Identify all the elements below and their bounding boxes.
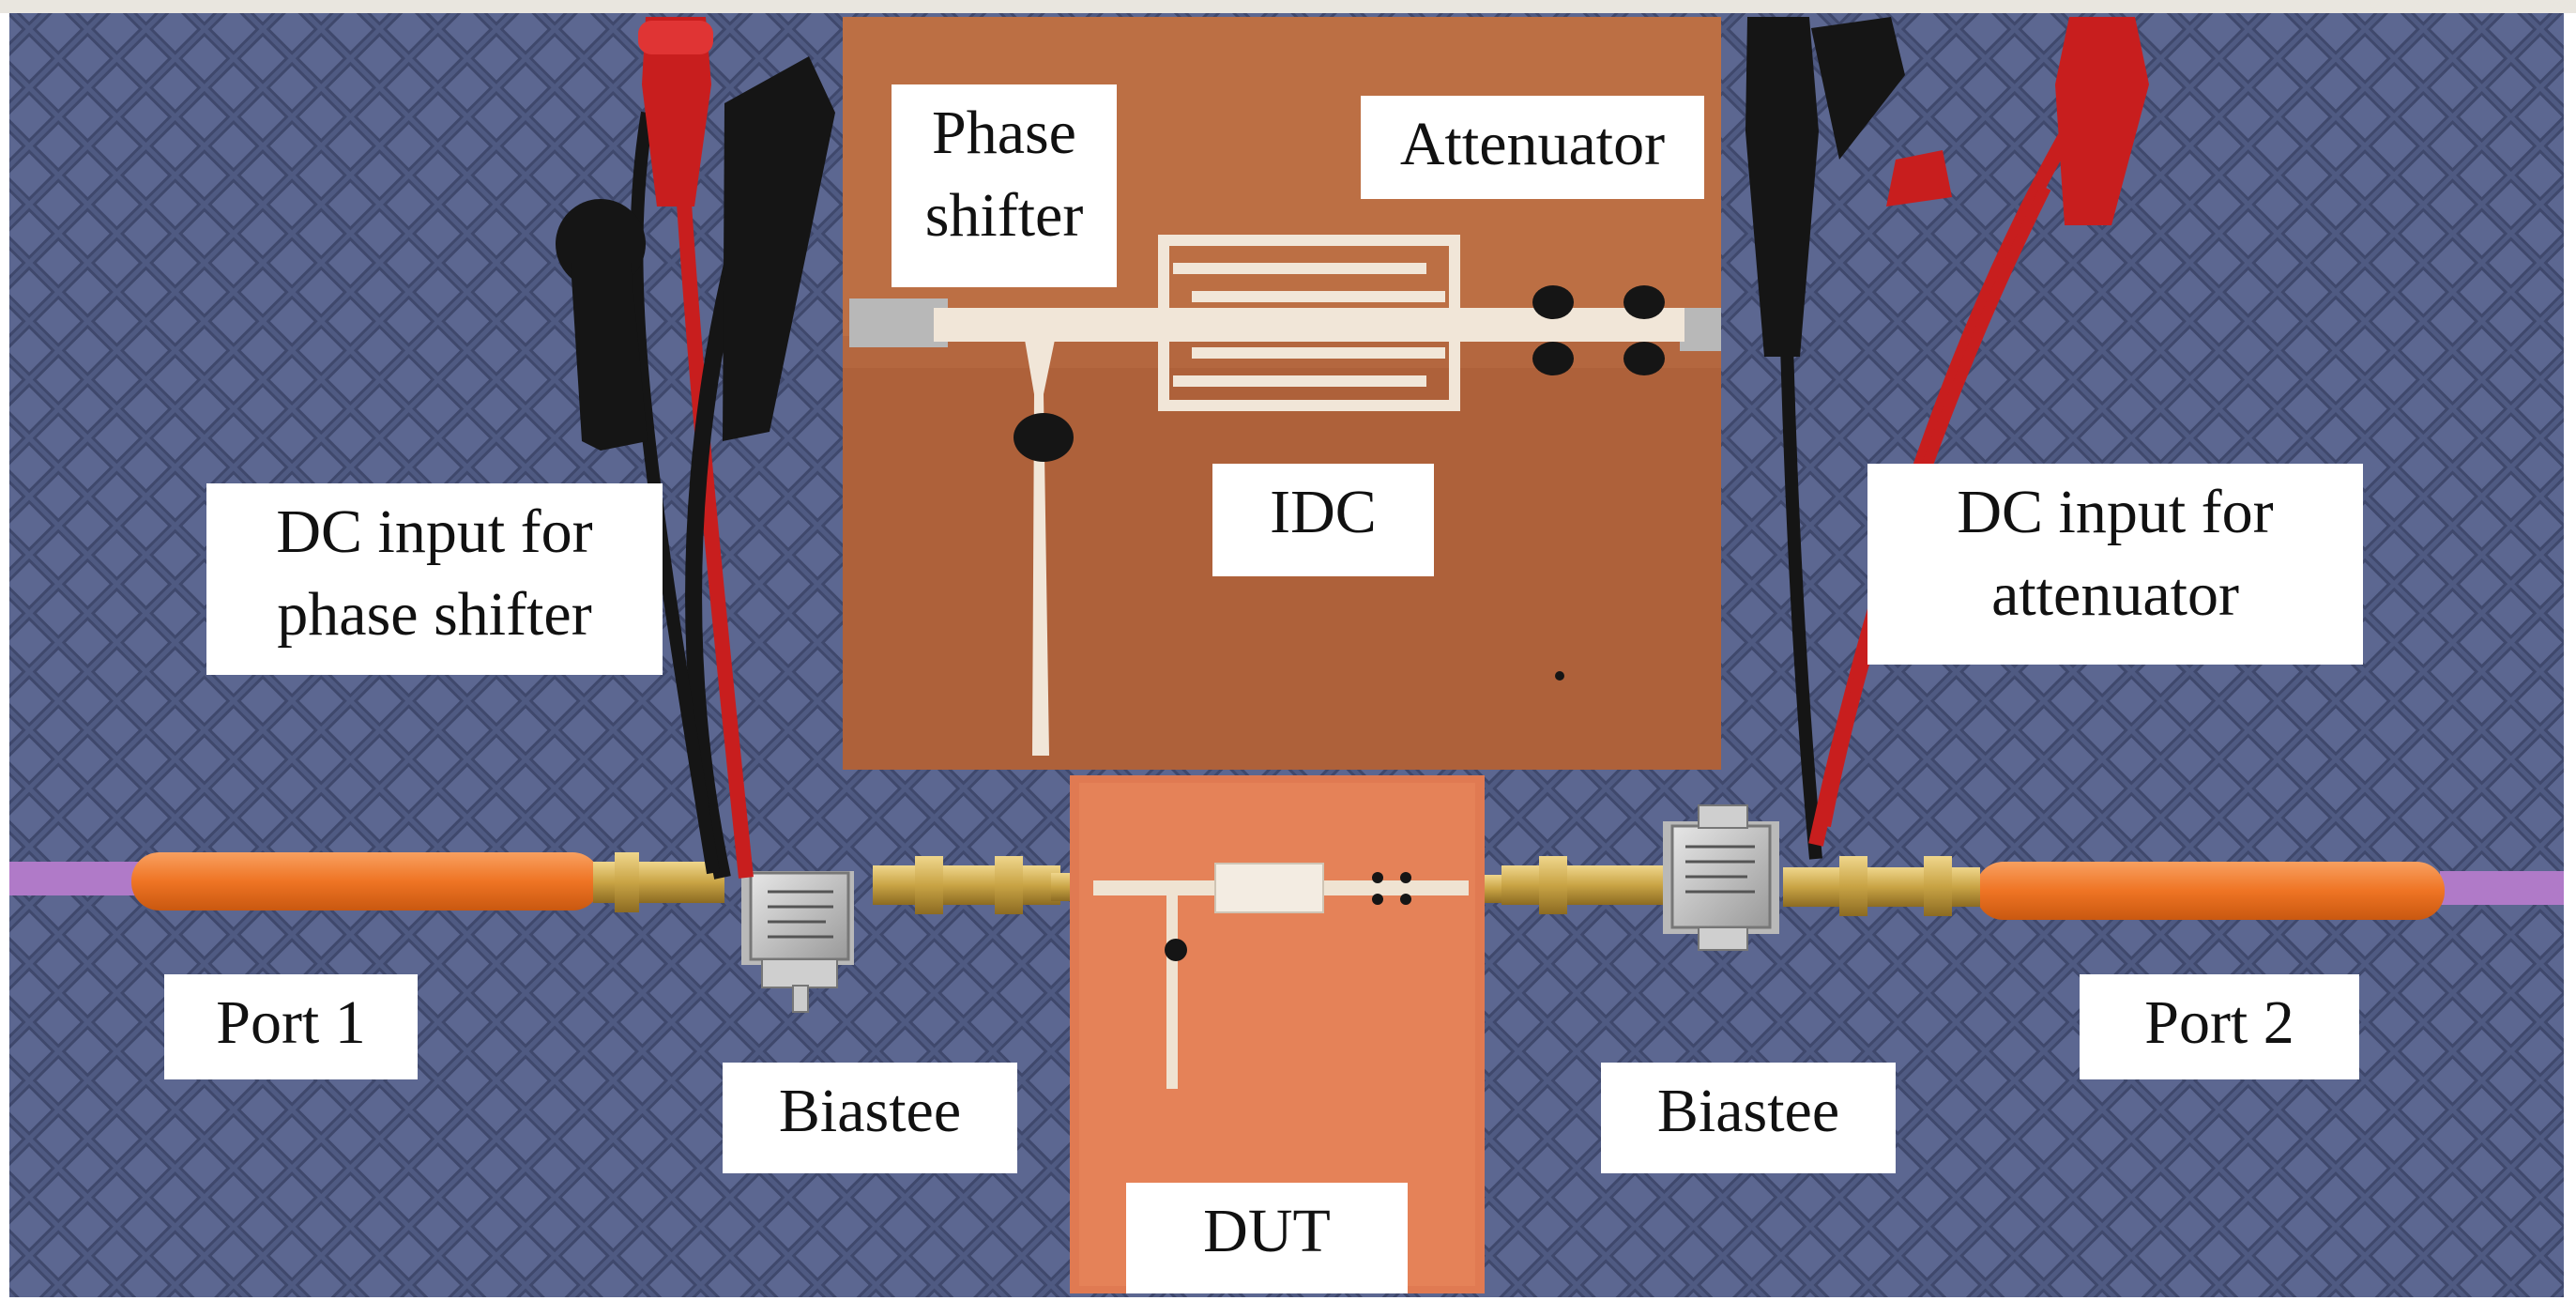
purple-cable-right: [2440, 871, 2564, 905]
orange-cable-right: [1975, 862, 2445, 920]
probe-tips-right: [1745, 17, 2149, 357]
label-biastee-left: Biastee: [723, 1063, 1017, 1173]
label-phase-shifter: Phase shifter: [892, 84, 1117, 287]
label-attenuator: Attenuator: [1361, 96, 1704, 199]
label-idc: IDC: [1212, 464, 1434, 576]
idc-capacitor: [1158, 235, 1460, 411]
label-port-2: Port 2: [2080, 974, 2359, 1079]
biastee-right-device: [1663, 804, 1779, 951]
label-dc-input-phase-shifter: DC input for phase shifter: [206, 483, 663, 675]
label-dc-input-attenuator: DC input for attenuator: [1867, 464, 2363, 665]
attenuator-components: [1532, 285, 1665, 375]
purple-cable-left: [9, 862, 141, 895]
probe-tips-left: [556, 17, 835, 451]
label-dut: DUT: [1126, 1183, 1408, 1293]
biastee-left-device: [741, 871, 854, 1013]
orange-cable-left: [131, 852, 601, 910]
label-biastee-right: Biastee: [1601, 1063, 1896, 1173]
connector-chain: [593, 852, 1980, 916]
label-port-1: Port 1: [164, 974, 418, 1079]
